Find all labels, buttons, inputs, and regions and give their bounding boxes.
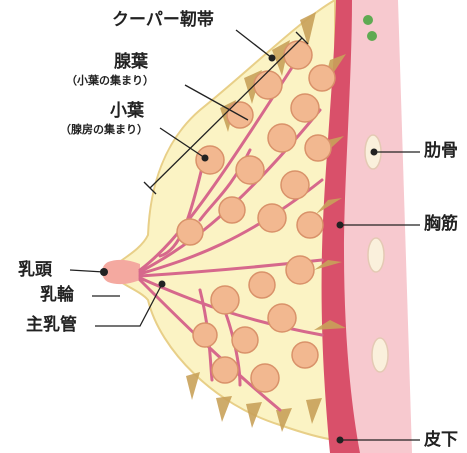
label-lobe-sub: （小葉の集まり） — [66, 75, 154, 86]
label-rib: 肋骨 — [424, 143, 458, 160]
label-areola: 乳輪 — [40, 287, 74, 304]
label-subcutaneous: 皮下 — [424, 432, 458, 449]
label-lobe: 腺葉 — [114, 54, 148, 71]
label-nipple: 乳頭 — [18, 262, 52, 279]
chest-wall — [340, 0, 412, 453]
label-lobule: 小葉 — [110, 103, 144, 120]
label-pectoral: 胸筋 — [424, 216, 458, 233]
label-lobule-sub: （腺房の集まり） — [60, 124, 148, 135]
label-cooper-ligament: クーパー靭帯 — [112, 12, 214, 29]
label-main-duct: 主乳管 — [26, 317, 77, 334]
